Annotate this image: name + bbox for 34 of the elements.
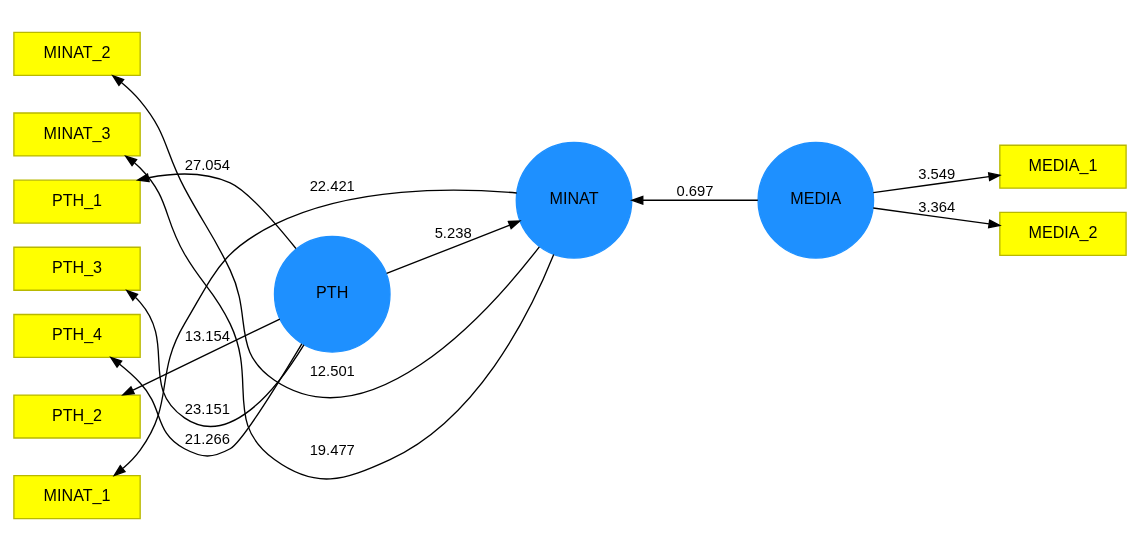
node-circle: PTH xyxy=(273,235,391,353)
arrow xyxy=(111,74,540,398)
arrow xyxy=(109,342,303,457)
edge-label: 3.549 xyxy=(918,165,956,182)
edge-label: 27.054 xyxy=(184,156,230,173)
node-box: MEDIA_2 xyxy=(999,211,1127,256)
node-box: PTH_4 xyxy=(13,313,141,358)
arrow xyxy=(872,171,1002,193)
edge-label: 3.364 xyxy=(918,198,956,215)
node-box: MINAT_1 xyxy=(13,474,141,519)
node-box: PTH_3 xyxy=(13,246,141,291)
arrow xyxy=(135,172,297,249)
node-box: MINAT_2 xyxy=(13,31,141,76)
node-circle: MEDIA xyxy=(757,141,875,259)
edge-label: 13.154 xyxy=(184,327,230,344)
node-box: PTH_2 xyxy=(13,393,141,439)
arrow xyxy=(385,219,522,274)
edge-label: 22.421 xyxy=(309,177,355,194)
node-box: MEDIA_1 xyxy=(999,144,1127,189)
arrow xyxy=(125,288,305,427)
node-circle: MINAT xyxy=(515,141,633,259)
edge-label: 5.238 xyxy=(434,224,472,241)
edge-label: 19.477 xyxy=(309,441,355,458)
node-box: MINAT_3 xyxy=(13,111,141,157)
edge-label: 12.501 xyxy=(309,362,355,379)
node-box: PTH_1 xyxy=(13,178,141,224)
edge-label: 0.697 xyxy=(676,182,714,199)
arrow xyxy=(121,317,281,396)
arrow xyxy=(872,206,1002,228)
arrow xyxy=(112,189,518,477)
arrow xyxy=(630,195,759,205)
edge-label: 21.266 xyxy=(184,430,230,447)
arrow xyxy=(124,154,555,480)
edge-label: 23.151 xyxy=(184,400,230,417)
